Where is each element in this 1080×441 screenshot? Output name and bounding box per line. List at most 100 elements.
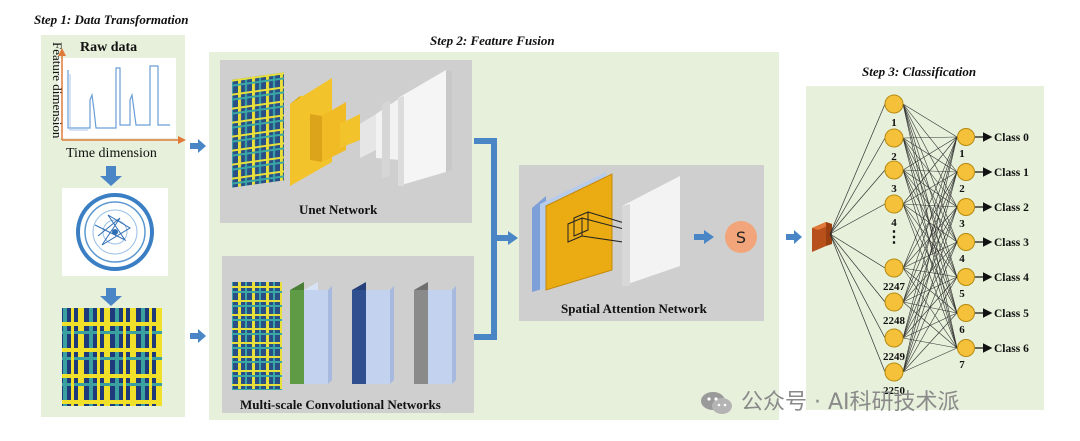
unet-label: Unet Network (299, 202, 378, 217)
wechat-icon (700, 390, 734, 416)
hidden-output-connection (902, 169, 958, 243)
hidden-output-connection (902, 137, 958, 243)
polar-plot (62, 188, 168, 276)
arrow-to-multiscale (190, 329, 206, 343)
hidden-output-connection (902, 137, 958, 314)
arrow-to-attention (508, 231, 518, 245)
output-node (957, 198, 975, 216)
hidden-output-connection (902, 241, 958, 373)
hidden-output-connection (902, 276, 958, 373)
raw-data-label: Raw data (80, 40, 138, 55)
step1-title: Step 1: Data Transformation (34, 12, 189, 27)
raw-data-plot (58, 48, 186, 144)
hidden-output-connection (902, 103, 958, 243)
class-label: Class 6 (994, 343, 1029, 355)
input-hidden-connection (829, 233, 886, 339)
hidden-output-connection (902, 203, 958, 243)
hidden-output-connection (902, 169, 958, 314)
hidden-node (884, 328, 904, 348)
class-label: Class 1 (994, 167, 1029, 179)
hidden-output-connection (902, 169, 958, 278)
class-label: Class 5 (994, 308, 1029, 320)
hidden-output-connection (902, 136, 958, 303)
arrow-to-classifier (786, 230, 802, 244)
hidden-output-connection (902, 136, 958, 269)
sigmoid-symbol: S (736, 228, 746, 247)
output-node (957, 304, 975, 322)
hidden-output-connection (902, 203, 958, 349)
output-node (957, 163, 975, 181)
input-hidden-connection (829, 169, 886, 235)
step3-title: Step 3: Classification (862, 64, 977, 79)
step1-down-arrow-2 (100, 288, 122, 306)
network-connections (829, 103, 958, 373)
hidden-ellipsis: ⋮ (886, 229, 902, 246)
hidden-node (884, 160, 904, 180)
hidden-node-label: 2247 (883, 281, 906, 293)
output-node-number: 1 (959, 148, 965, 160)
hidden-output-connection (902, 103, 958, 314)
hidden-output-connection (902, 137, 958, 208)
hidden-output-connection (902, 312, 958, 373)
class-label: Class 2 (994, 202, 1029, 214)
step2-title: Step 2: Feature Fusion (430, 33, 555, 48)
class-label: Class 3 (994, 237, 1029, 249)
multiscale-conv-blocks (290, 282, 456, 384)
gasf-image (62, 308, 162, 406)
step1-down-arrow-1 (100, 166, 122, 186)
hidden-output-connection (902, 137, 958, 278)
hidden-output-connection (902, 203, 958, 208)
y-axis-label: Feature dimension (50, 42, 65, 139)
hidden-output-connection (902, 136, 958, 339)
flatten-block (812, 222, 832, 252)
output-node-number: 5 (959, 288, 965, 300)
hidden-node-label: 4 (891, 217, 897, 229)
unet-input-image (232, 72, 284, 188)
hidden-node-label: 3 (891, 183, 897, 195)
hidden-node-label: 1 (891, 117, 897, 129)
hidden-output-connection (902, 312, 958, 339)
hidden-node-label: 2248 (883, 315, 906, 327)
hidden-output-connection (902, 206, 958, 373)
multiscale-label: Multi-scale Convolutional Networks (240, 397, 441, 412)
hidden-node-label: 2250 (883, 385, 906, 397)
hidden-node (884, 194, 904, 214)
sigmoid-circle (725, 221, 757, 253)
multiscale-input-image (232, 282, 282, 390)
input-hidden-connection (829, 233, 886, 269)
hidden-node (884, 128, 904, 148)
watermark: 公众号 · AI科研技术派 (700, 384, 960, 416)
attention-blocks (532, 172, 680, 292)
merge-bracket (474, 138, 510, 340)
hidden-output-connection (902, 136, 958, 171)
output-layer (957, 128, 993, 357)
hidden-output-connection (902, 171, 958, 373)
output-node-number: 7 (959, 359, 965, 371)
hidden-output-connection (902, 136, 958, 373)
output-node (957, 128, 975, 146)
hidden-output-connection (902, 203, 958, 314)
hidden-output-connection (902, 136, 958, 139)
hidden-output-connection (902, 267, 958, 349)
arrow-to-sigmoid (694, 230, 714, 244)
arrow-to-unet (190, 139, 206, 153)
hidden-node (884, 94, 904, 114)
output-node-number: 4 (959, 253, 965, 265)
hidden-output-connection (902, 137, 958, 173)
attention-label: Spatial Attention Network (561, 301, 707, 316)
output-node-number: 6 (959, 324, 965, 336)
class-label: Class 0 (994, 132, 1029, 144)
hidden-output-connection (902, 136, 958, 205)
input-hidden-connection (829, 233, 886, 373)
hidden-node (884, 292, 904, 312)
output-node-number: 3 (959, 218, 965, 230)
input-hidden-connection (829, 103, 886, 235)
input-hidden-connection (829, 233, 886, 303)
x-axis-label: Time dimension (66, 146, 157, 161)
hidden-output-connection (902, 137, 958, 349)
hidden-output-connection (902, 347, 958, 373)
input-hidden-connection (829, 203, 886, 235)
hidden-node (884, 362, 904, 382)
